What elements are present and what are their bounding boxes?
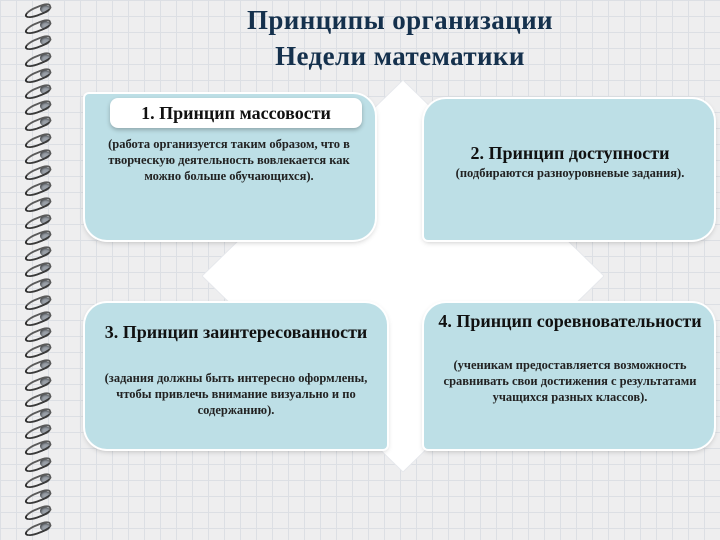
spiral-ring: [20, 1, 54, 21]
slide-title-line-1: Принципы организации: [246, 5, 554, 35]
spiral-ring: [20, 163, 54, 183]
spiral-ring: [20, 179, 54, 200]
spiral-ring: [20, 82, 54, 102]
spiral-ring: [20, 308, 54, 329]
slide-title: Принципы организации Недели математики: [140, 2, 660, 74]
spiral-ring: [20, 519, 54, 540]
principle-2-description: (подбираются разноуровневые задания).: [455, 166, 685, 180]
spiral-ring: [20, 114, 54, 135]
principle-1-description: (работа организуется таким образом, что …: [108, 137, 350, 183]
spiral-ring: [20, 65, 54, 86]
notebook-spiral-binding: [0, 0, 60, 540]
spiral-ring: [20, 438, 54, 459]
principle-card-accessibility: [424, 99, 714, 240]
spiral-ring: [20, 195, 54, 216]
spiral-ring: [20, 325, 54, 345]
principle-3-title: 3. Принцип заинтересованности: [104, 322, 368, 342]
spiral-ring: [20, 357, 54, 378]
spiral-ring: [20, 98, 54, 119]
spiral-ring: [20, 49, 54, 70]
spiral-ring: [20, 341, 54, 362]
spiral-ring: [20, 292, 54, 313]
spiral-ring: [20, 276, 54, 297]
spiral-ring: [20, 244, 54, 264]
principle-card-interest: [85, 303, 387, 449]
spiral-ring: [20, 227, 54, 248]
slide-title-line-2: Недели математики: [275, 41, 525, 71]
spiral-ring: [20, 470, 54, 491]
principle-4-title: 4. Принцип соревновательности: [438, 311, 702, 331]
spiral-ring: [20, 373, 54, 394]
spiral-ring: [20, 454, 54, 475]
principle-2-title: 2. Принцип доступности: [470, 143, 670, 163]
spiral-ring: [20, 487, 54, 507]
spiral-ring: [20, 211, 54, 232]
spiral-ring: [20, 389, 54, 410]
spiral-ring: [20, 17, 54, 38]
spiral-ring: [20, 146, 54, 167]
principle-card-competition: [424, 303, 714, 449]
spiral-ring: [20, 503, 54, 524]
principle-4-description: (ученикам предоставляется возможность ср…: [443, 358, 697, 404]
spiral-ring: [20, 406, 54, 426]
spiral-ring: [20, 33, 54, 54]
spiral-ring: [20, 422, 54, 443]
principle-1-title: 1. Принцип массовости: [110, 98, 362, 128]
spiral-ring: [20, 130, 54, 151]
spiral-ring: [20, 260, 54, 281]
principle-3-description: (задания должны быть интересно оформлены…: [104, 371, 368, 417]
